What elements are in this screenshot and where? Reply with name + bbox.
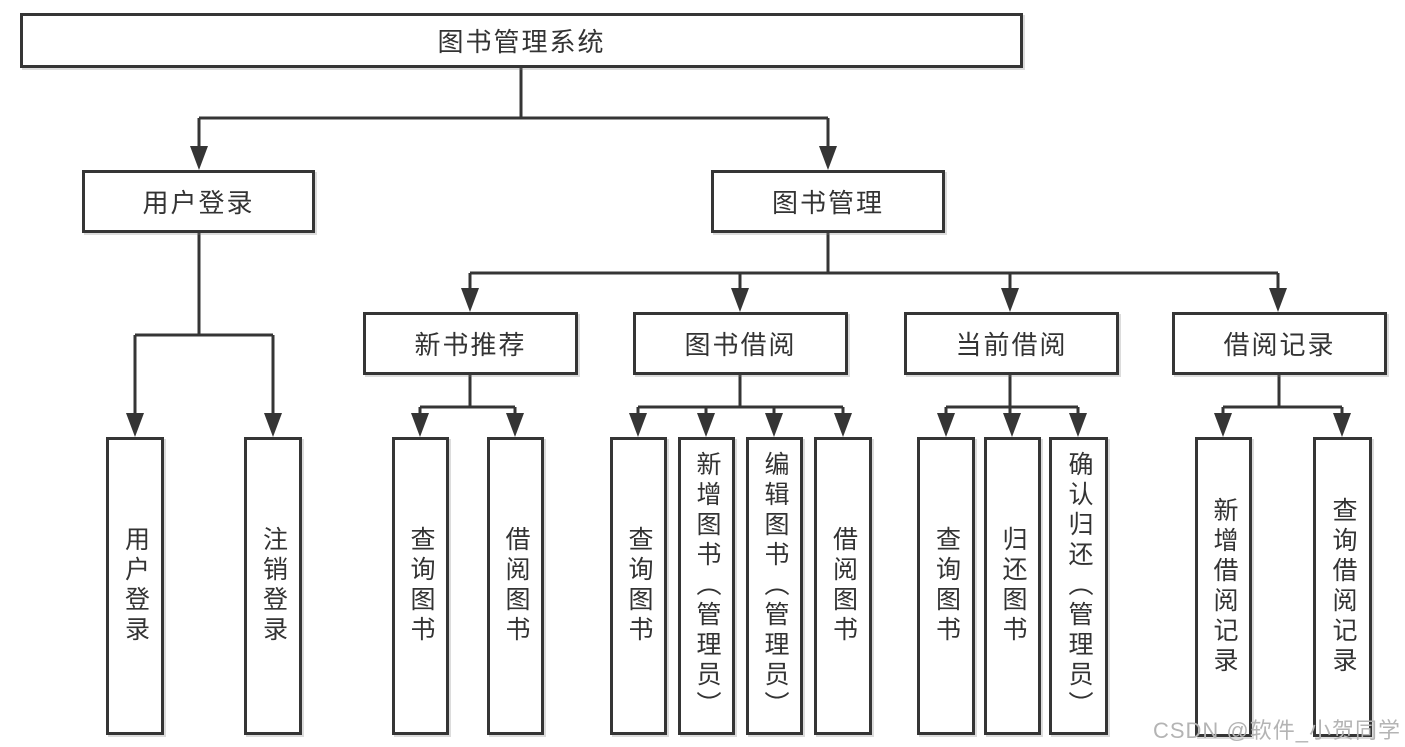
node-nb-query-books-label: 查询图书 [407, 526, 435, 646]
node-br-add-record-label: 新增借阅记录 [1210, 497, 1238, 677]
node-book-management-label: 图书管理 [771, 188, 884, 218]
arrowhead-icon [126, 146, 1351, 437]
node-cb-return-books: 归还图书 [984, 437, 1041, 735]
node-bb-add-books-admin: 新增图书（管理员） [678, 437, 735, 735]
csdn-watermark: CSDN @软件_小贺同学 [1152, 718, 1401, 743]
node-borrow-records-label: 借阅记录 [1223, 330, 1336, 360]
node-br-query-record: 查询借阅记录 [1313, 437, 1372, 737]
node-bb-add-books-admin-label: 新增图书（管理员） [693, 451, 721, 721]
node-root-system: 图书管理系统 [20, 13, 1023, 68]
node-logout-label: 注销登录 [259, 526, 288, 646]
node-bb-query-books: 查询图书 [610, 437, 667, 735]
node-book-borrow-label: 图书借阅 [684, 330, 797, 360]
node-nb-borrow-books-label: 借阅图书 [502, 526, 530, 646]
node-current-borrow: 当前借阅 [904, 312, 1119, 375]
node-bb-edit-books-admin-label: 编辑图书（管理员） [761, 451, 789, 721]
node-user-login-group-label: 用户登录 [142, 188, 255, 218]
node-new-book-recommend: 新书推荐 [363, 312, 578, 375]
node-user-login-group: 用户登录 [82, 170, 315, 233]
node-login: 用户登录 [106, 437, 164, 735]
node-current-borrow-label: 当前借阅 [955, 330, 1068, 360]
node-logout: 注销登录 [244, 437, 302, 735]
node-book-management: 图书管理 [711, 170, 945, 233]
node-cb-return-books-label: 归还图书 [999, 526, 1027, 646]
node-cb-confirm-return-admin-label: 确认归还（管理员） [1065, 451, 1093, 721]
node-nb-borrow-books: 借阅图书 [487, 437, 544, 735]
node-book-borrow: 图书借阅 [633, 312, 848, 375]
node-cb-confirm-return-admin: 确认归还（管理员） [1049, 437, 1108, 735]
node-cb-query-books: 查询图书 [917, 437, 975, 735]
node-br-add-record: 新增借阅记录 [1195, 437, 1252, 737]
node-bb-borrow-books-label: 借阅图书 [829, 526, 858, 646]
node-br-query-record-label: 查询借阅记录 [1329, 497, 1357, 677]
node-bb-edit-books-admin: 编辑图书（管理员） [746, 437, 803, 735]
node-bb-borrow-books: 借阅图书 [814, 437, 872, 735]
node-cb-query-books-label: 查询图书 [932, 526, 961, 646]
node-nb-query-books: 查询图书 [392, 437, 449, 735]
node-login-label: 用户登录 [121, 526, 150, 646]
node-borrow-records: 借阅记录 [1172, 312, 1387, 375]
node-bb-query-books-label: 查询图书 [625, 526, 653, 646]
node-root-system-label: 图书管理系统 [437, 27, 606, 57]
node-new-book-recommend-label: 新书推荐 [414, 330, 527, 360]
tree-edges [133, 68, 1344, 413]
